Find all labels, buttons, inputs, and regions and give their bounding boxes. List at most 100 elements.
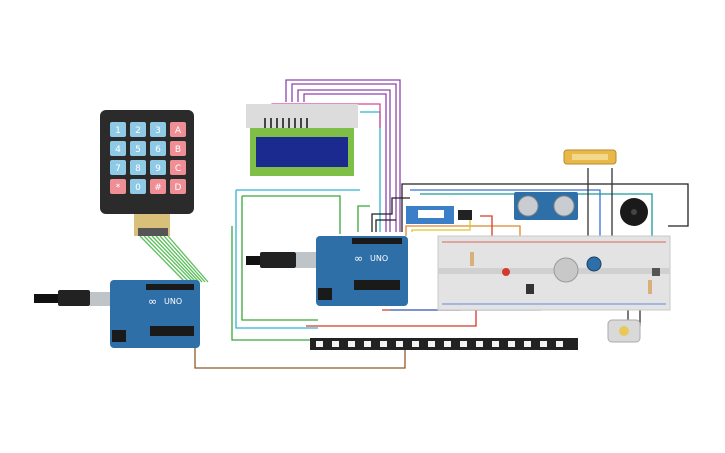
led-pixel xyxy=(348,341,355,347)
keypad-key[interactable] xyxy=(170,122,186,137)
keypad-header xyxy=(138,228,168,236)
green-wire-2 xyxy=(241,195,341,321)
header-top-center xyxy=(352,238,402,244)
keypad-key[interactable] xyxy=(150,160,166,175)
breadboard-main[interactable] xyxy=(437,235,671,311)
arduino-model-center: UNO xyxy=(370,254,388,263)
keypad-ribbon-wires xyxy=(139,235,209,283)
keypad-key-label: 5 xyxy=(135,145,141,155)
motor-shaft xyxy=(619,326,629,336)
keypad-key[interactable] xyxy=(170,179,186,194)
keypad-key-label: 4 xyxy=(115,145,121,155)
led-pixel xyxy=(444,341,451,347)
header-top-left xyxy=(146,284,194,290)
yellow-wire xyxy=(411,216,471,232)
keypad-key[interactable] xyxy=(130,122,146,137)
led-strip-cells xyxy=(316,341,563,347)
servo-horn xyxy=(418,210,444,218)
arduino-uno-left[interactable]: ∞ UNO xyxy=(34,280,200,348)
keypad-key-label: 9 xyxy=(155,164,161,174)
usb-port-left xyxy=(90,292,112,306)
led-pixel xyxy=(396,341,403,347)
keypad-key-label: 0 xyxy=(135,183,141,193)
led-pixel xyxy=(524,341,531,347)
power-jack-center xyxy=(318,288,332,300)
pushbutton[interactable] xyxy=(652,268,660,276)
teal-wire xyxy=(420,193,653,240)
chip-left xyxy=(150,326,194,336)
keypad-key-label: C xyxy=(175,164,181,174)
blue-wire-sensor xyxy=(410,189,601,240)
usb-cable-center xyxy=(246,256,272,265)
keypad-key[interactable] xyxy=(130,141,146,156)
keypad-key[interactable] xyxy=(130,179,146,194)
lcd-display[interactable] xyxy=(246,104,358,176)
photoresistor xyxy=(553,257,579,283)
cyan-wire-1 xyxy=(235,189,360,329)
arduino-model-left: UNO xyxy=(164,297,182,306)
potentiometer[interactable] xyxy=(586,256,602,272)
keypad-key[interactable] xyxy=(150,179,166,194)
keypad-key-label: 6 xyxy=(155,145,161,155)
led-pixel xyxy=(332,341,339,347)
keypad-key[interactable] xyxy=(130,160,146,175)
led-pixel xyxy=(556,341,563,347)
keypad-key-label: 3 xyxy=(155,126,161,136)
dc-motor[interactable] xyxy=(607,319,641,343)
lcd-pins xyxy=(264,118,308,128)
keypad-key-label: 8 xyxy=(135,164,141,174)
keypad-key-label: A xyxy=(175,126,182,136)
keypad-key-label: * xyxy=(116,183,121,193)
keypad-key[interactable] xyxy=(170,141,186,156)
red-wire-3 xyxy=(480,215,493,242)
servo-connector xyxy=(458,210,472,220)
ultrasonic-sensor[interactable] xyxy=(514,192,578,220)
usb-cable-left xyxy=(34,294,60,303)
ultrasonic-eye-right xyxy=(553,195,575,217)
resistor-2 xyxy=(648,280,652,294)
purple-wires xyxy=(285,79,401,232)
chip-center xyxy=(354,280,400,290)
keypad-key[interactable] xyxy=(150,122,166,137)
lcd-screen xyxy=(256,137,348,167)
keypad-key[interactable] xyxy=(110,160,126,175)
arduino-uno-center[interactable]: ∞ UNO xyxy=(246,236,408,306)
force-sensor-pad xyxy=(572,154,608,160)
keypad-key-label: D xyxy=(175,183,182,193)
usb-port-center xyxy=(296,252,318,268)
power-jack-left xyxy=(112,330,126,342)
led-pixel xyxy=(460,341,467,347)
servo-motor[interactable] xyxy=(406,206,472,224)
led-red xyxy=(502,268,510,276)
arduino-logo-center: ∞ xyxy=(354,252,363,265)
arduino-logo-left: ∞ xyxy=(148,295,157,308)
keypad-key[interactable] xyxy=(110,141,126,156)
black-wire-3 xyxy=(375,219,396,232)
piezo-buzzer[interactable] xyxy=(620,198,648,226)
black-wire-2 xyxy=(371,197,410,232)
led-pixel xyxy=(476,341,483,347)
led-pixel xyxy=(428,341,435,347)
keypad-key-label: 2 xyxy=(135,126,141,136)
led-pixel xyxy=(316,341,323,347)
led-pixel xyxy=(492,341,499,347)
led-pixel xyxy=(380,341,387,347)
keypad-key[interactable] xyxy=(110,179,126,194)
led-strip[interactable] xyxy=(310,338,578,350)
keypad-key-label: # xyxy=(154,183,162,193)
orange-wire xyxy=(405,225,521,242)
usb-plug-center xyxy=(260,252,296,268)
force-sensor[interactable] xyxy=(563,149,617,165)
led-pixel xyxy=(412,341,419,347)
keypad-key-label: B xyxy=(175,145,181,155)
usb-plug-left xyxy=(58,290,90,306)
led-pixel xyxy=(364,341,371,347)
resistor-1 xyxy=(470,252,474,266)
keypad-key[interactable] xyxy=(170,160,186,175)
green-wire-3 xyxy=(357,205,370,232)
keypad-key[interactable] xyxy=(110,122,126,137)
keypad-key[interactable] xyxy=(150,141,166,156)
